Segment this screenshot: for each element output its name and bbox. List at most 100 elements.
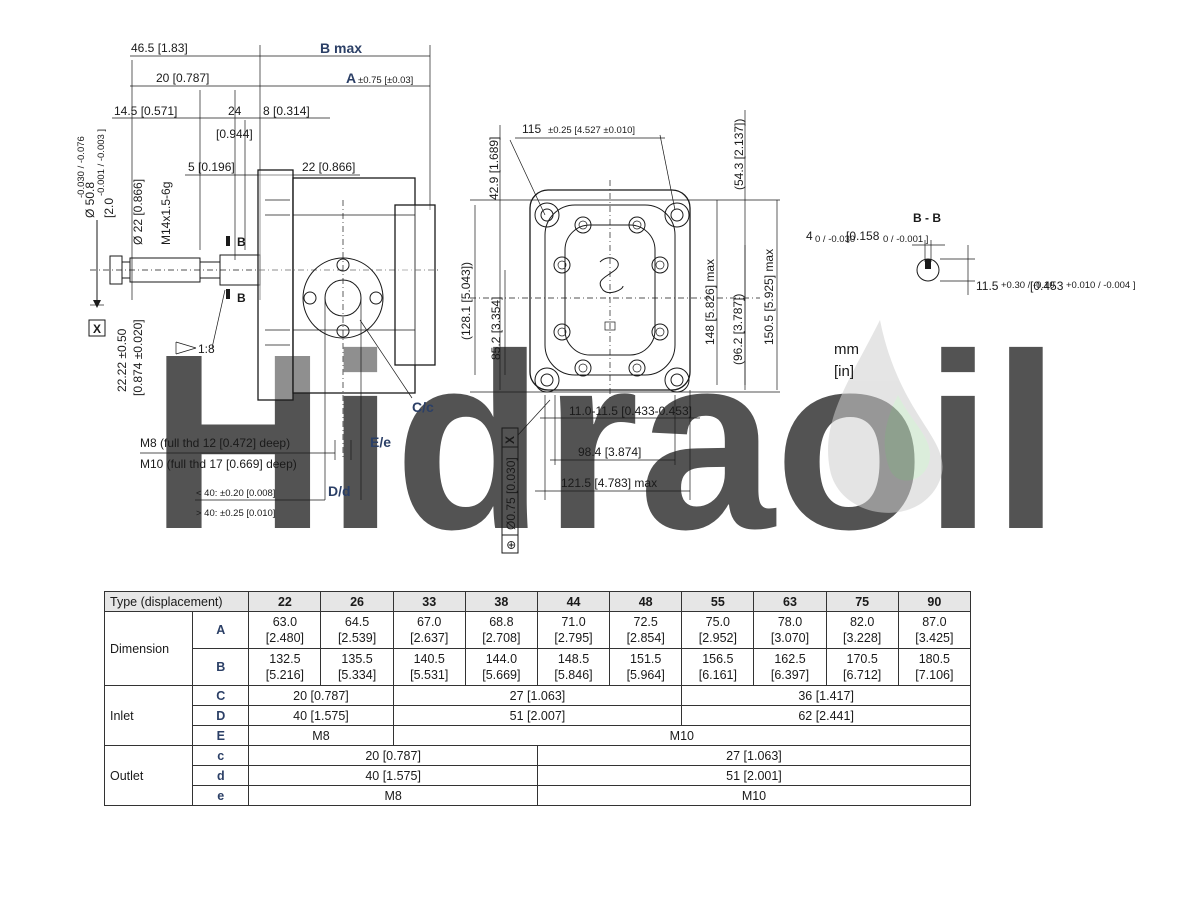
height-22-22: 22.22 ±0.50 bbox=[115, 328, 129, 392]
cell-c: 20 [0.787] bbox=[248, 685, 394, 706]
logo-s-icon bbox=[599, 257, 624, 293]
param-e-inlet: E bbox=[192, 725, 250, 746]
table-row: D 40 [1.575] 51 [2.007] 62 [2.441] bbox=[105, 705, 971, 726]
cell-d-out: 40 [1.575] bbox=[248, 765, 538, 786]
table-header-row: Type (displacement) 22 26 33 38 44 48 55… bbox=[103, 591, 972, 612]
taper-ratio: 1:8 bbox=[198, 342, 215, 356]
table-row: Outlet c 20 [0.787] 27 [1.063] bbox=[103, 745, 972, 806]
dia-50-8-tol: -0.030 / -0.076 bbox=[76, 136, 87, 198]
taper-symbol-icon bbox=[175, 341, 197, 355]
cell-b: 156.5[6.161] bbox=[681, 648, 755, 686]
cell-c-out: 27 [1.063] bbox=[536, 745, 972, 766]
cell-a: 63.0[2.480] bbox=[248, 611, 322, 649]
units-mm: mm bbox=[834, 341, 859, 358]
param-c-inlet: C bbox=[192, 685, 250, 706]
frame-tol: Ø0.75 [0.030] bbox=[504, 457, 518, 530]
mount-hole bbox=[664, 202, 690, 228]
type-header: 33 bbox=[392, 591, 466, 612]
param-e-outlet: e bbox=[192, 785, 250, 806]
type-header: 26 bbox=[320, 591, 394, 612]
dim-148: 148 [5.826] max bbox=[703, 259, 717, 345]
key-height-in-tol: +0.010 / -0.004 ] bbox=[1066, 280, 1135, 291]
dim-20: 20 [0.787] bbox=[156, 71, 209, 85]
cell-e-out: M8 bbox=[248, 785, 538, 806]
cell-a: 75.0[2.952] bbox=[681, 611, 755, 649]
datum-x-box bbox=[88, 319, 106, 337]
key-width-in: [0.158 bbox=[846, 229, 880, 243]
dia-2-0-tol: -0.001 / -0.003 ] bbox=[96, 129, 107, 196]
section-bb-title: B - B bbox=[913, 211, 941, 225]
param-d-inlet: D bbox=[192, 705, 250, 726]
dim-115-tol: ±0.25 [4.527 ±0.010] bbox=[548, 125, 635, 136]
frame-x: X bbox=[503, 436, 517, 444]
height-0-874: [0.874 ±0.020] bbox=[131, 319, 145, 396]
type-header: 63 bbox=[753, 591, 827, 612]
cell-c-out: 20 [0.787] bbox=[248, 745, 538, 766]
param-a: A bbox=[192, 611, 250, 649]
dim-5: 5 [0.196] bbox=[188, 160, 235, 174]
cell-b: 162.5[6.397] bbox=[753, 648, 827, 686]
dim-121-5: 121.5 [4.783] max bbox=[561, 476, 657, 490]
technical-drawing: Hidraoil 46.5 [1.83] B max 20 [0.787] A … bbox=[76, 40, 1135, 580]
type-header: 44 bbox=[536, 591, 611, 612]
cell-a: 82.0[3.228] bbox=[825, 611, 899, 649]
section-b-top: B bbox=[237, 235, 246, 249]
type-header: 48 bbox=[609, 591, 683, 612]
cell-b: 144.0[5.669] bbox=[464, 648, 538, 686]
table-row: B 132.5[5.216] 135.5[5.334] 140.5[5.531]… bbox=[105, 648, 972, 686]
cell-c: 27 [1.063] bbox=[392, 685, 683, 706]
label-cc: C/c bbox=[412, 399, 434, 415]
watermark-drop-icon bbox=[828, 320, 943, 513]
cell-b: 148.5[5.846] bbox=[536, 648, 611, 686]
cell-a: 68.8[2.708] bbox=[464, 611, 538, 649]
dia-22: Ø 22 [0.866] bbox=[131, 179, 145, 245]
m10-note: M10 (full thd 17 [0.669] deep) bbox=[140, 457, 297, 471]
dim-128-1: (128.1 [5.043]) bbox=[459, 262, 473, 340]
key-width-tol: 0 / -0.030 bbox=[815, 234, 855, 245]
table-row: Dimension A 63.0[2.480] 64.5[2.539] 67.0… bbox=[103, 611, 972, 686]
dia-50-8: Ø 50.8 bbox=[83, 182, 97, 218]
cell-d: 62 [2.441] bbox=[681, 705, 971, 726]
dim-11-0: 11.0-11.5 [0.433-0.453] bbox=[569, 404, 692, 418]
cell-b: 135.5[5.334] bbox=[320, 648, 394, 686]
dim-24: 24 bbox=[228, 104, 242, 118]
position-tolerance-frame bbox=[501, 427, 519, 554]
key-height-in: [0.453 bbox=[1030, 279, 1064, 293]
dim-96-2: (96.2 [3.787]) bbox=[731, 294, 745, 365]
cell-e: M8 bbox=[248, 725, 394, 746]
dim-14-5: 14.5 [0.571] bbox=[114, 104, 177, 118]
dimension-table: Type (displacement) 22 26 33 38 44 48 55… bbox=[103, 591, 972, 806]
type-header: 22 bbox=[248, 591, 322, 612]
cell-c: 36 [1.417] bbox=[681, 685, 971, 706]
group-inlet: Inlet bbox=[103, 685, 194, 746]
cell-b: 170.5[6.712] bbox=[825, 648, 899, 686]
key-height-tol: +0.30 / -0.10 bbox=[1001, 280, 1055, 291]
cell-a: 64.5[2.539] bbox=[320, 611, 394, 649]
key-width: 4 bbox=[806, 229, 813, 243]
dim-54-3: (54.3 [2.137]) bbox=[732, 119, 746, 190]
type-header: 38 bbox=[464, 591, 538, 612]
param-b: B bbox=[192, 648, 250, 686]
cell-a: 71.0[2.795] bbox=[536, 611, 611, 649]
dim-22: 22 [0.866] bbox=[302, 160, 355, 174]
thread-m14: M14x1.5-6g bbox=[159, 182, 173, 245]
dim-46-5: 46.5 [1.83] bbox=[131, 41, 188, 55]
front-view: 115 ±0.25 [4.527 ±0.010] 42.9 [1.689] (5… bbox=[459, 110, 780, 554]
param-d-outlet: d bbox=[192, 765, 250, 786]
cell-b: 140.5[5.531] bbox=[392, 648, 466, 686]
dim-115: 115 bbox=[522, 122, 541, 136]
datum-x: X bbox=[93, 322, 101, 336]
dia-2-0: [2.0 bbox=[102, 198, 116, 218]
cell-b: 132.5[5.216] bbox=[248, 648, 322, 686]
dim-98-4: 98.4 [3.874] bbox=[578, 445, 641, 459]
dim-85-2: 85.2 [3.354] bbox=[489, 297, 503, 360]
cell-d: 40 [1.575] bbox=[248, 705, 394, 726]
cell-b: 151.5[5.964] bbox=[609, 648, 683, 686]
m8-note: M8 (full thd 12 [0.472] deep) bbox=[140, 436, 290, 450]
table-header-label: Type (displacement) bbox=[103, 591, 250, 612]
cell-a: 78.0[3.070] bbox=[753, 611, 827, 649]
table-row: E M8 M10 bbox=[105, 725, 972, 746]
table-row: Inlet C 20 [0.787] 27 [1.063] 36 [1.417] bbox=[103, 685, 971, 746]
mounting-flange bbox=[257, 169, 294, 401]
cell-a: 72.5[2.854] bbox=[609, 611, 683, 649]
